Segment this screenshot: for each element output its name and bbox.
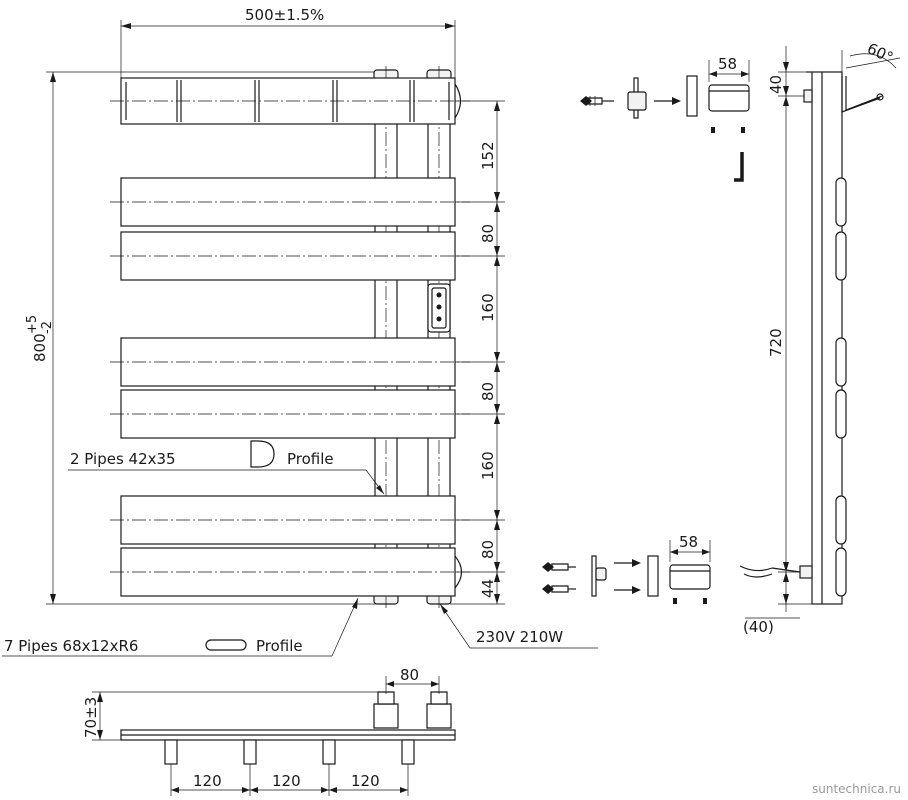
pipes-7-callout: 7 Pipes 68x12xR6 Profile	[2, 597, 359, 657]
svg-text:(40): (40)	[743, 618, 774, 636]
svg-text:-2: -2	[40, 321, 55, 334]
svg-text:58: 58	[679, 533, 698, 551]
svg-text:+5: +5	[25, 315, 40, 334]
svg-text:80: 80	[400, 666, 419, 684]
bottom-view: 80 70±3 120 120 120	[82, 666, 456, 796]
svg-text:120: 120	[193, 772, 222, 790]
side-view: 60° 40 720 (40)	[739, 39, 901, 636]
svg-text:120: 120	[272, 772, 301, 790]
svg-text:2 Pipes 42x35: 2 Pipes 42x35	[70, 450, 176, 468]
height-dimension: 800 +5 -2	[25, 315, 55, 362]
pipes-2-callout: 2 Pipes 42x35 Profile	[68, 440, 385, 495]
width-dimension: 500±1.5%	[245, 6, 324, 24]
svg-text:120: 120	[351, 772, 380, 790]
svg-text:80: 80	[479, 382, 497, 401]
svg-text:230V 210W: 230V 210W	[476, 628, 563, 646]
svg-text:160: 160	[479, 451, 497, 480]
svg-text:58: 58	[718, 55, 737, 73]
horizontal-bars	[110, 177, 470, 597]
mounting-kit-top: 58	[580, 55, 750, 182]
control-unit	[427, 283, 451, 333]
svg-text:80: 80	[479, 224, 497, 243]
svg-text:160: 160	[479, 293, 497, 322]
spacing-dimensions: 152 80 160 80 160 80 44	[450, 100, 505, 605]
front-view: 500±1.5% 800 +5 -2	[2, 6, 598, 657]
angle-label: 60°	[864, 39, 896, 67]
power-callout: 230V 210W	[439, 603, 598, 649]
watermark: suntechnica.ru	[812, 782, 901, 796]
svg-text:720: 720	[767, 328, 785, 357]
svg-text:70±3: 70±3	[82, 697, 100, 738]
mounting-kit-bottom: 58	[542, 533, 711, 604]
svg-text:80: 80	[479, 540, 497, 559]
top-bar	[110, 77, 470, 125]
svg-text:40: 40	[767, 75, 785, 94]
svg-text:Profile: Profile	[256, 637, 303, 655]
svg-text:Profile: Profile	[287, 450, 334, 468]
svg-text:800: 800	[31, 333, 49, 362]
svg-text:152: 152	[479, 141, 497, 170]
svg-text:7 Pipes 68x12xR6: 7 Pipes 68x12xR6	[4, 637, 138, 655]
svg-text:44: 44	[479, 579, 497, 598]
